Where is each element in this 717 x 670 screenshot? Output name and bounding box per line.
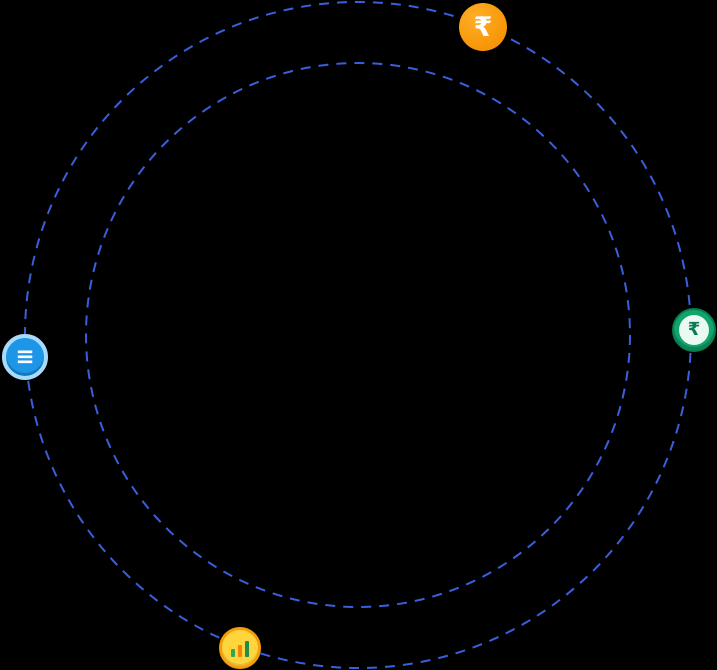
rupee-symbol-green: ₹: [687, 319, 701, 340]
coin-blue-lines: ≡: [2, 334, 48, 380]
rupee-coin-green-face: ₹: [679, 315, 709, 345]
mini-bar-chart-icon: [231, 640, 249, 657]
outer-orbit-circle: [24, 1, 692, 669]
mini-bar-3: [245, 640, 249, 657]
rupee-badge-orange: ₹: [459, 3, 507, 51]
mini-bar-1: [231, 648, 235, 657]
rupee-coin-green: ₹: [672, 308, 716, 352]
inner-orbit-circle: [85, 62, 631, 608]
coin-gold-chart: [219, 627, 261, 669]
lines-symbol-blue: ≡: [15, 343, 35, 370]
mini-bar-2: [238, 644, 242, 657]
rupee-symbol-orange: ₹: [473, 11, 493, 43]
